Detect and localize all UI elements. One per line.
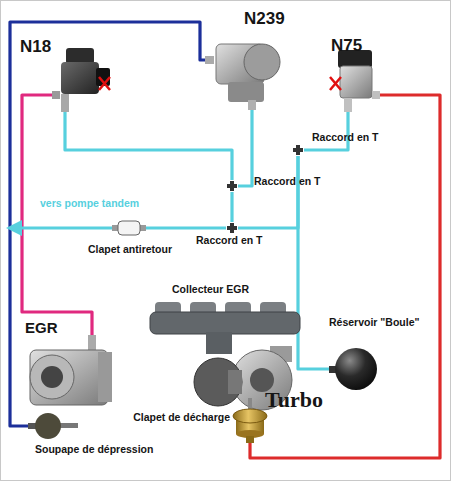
part-label: Raccord en T — [254, 176, 321, 188]
hose-line — [238, 110, 252, 186]
hose-line — [65, 112, 232, 180]
valve-port — [138, 225, 146, 231]
egr-valve: EGR — [22, 335, 112, 410]
actuator-bottom — [236, 430, 264, 438]
part-label: Collecteur EGR — [172, 284, 249, 296]
wastegate-actuator: Clapet de décharge — [232, 410, 268, 443]
actuator-rod — [248, 398, 252, 412]
t-fitting: Raccord en T — [226, 222, 238, 234]
t-fitting-symbol — [227, 223, 237, 233]
valve-port — [61, 94, 69, 112]
valve-body — [340, 66, 372, 98]
turbo-outlet — [270, 346, 292, 362]
turbo-center — [228, 370, 242, 394]
manifold-runner — [260, 302, 286, 318]
t-fitting-symbol — [227, 181, 237, 191]
valve-connector — [96, 68, 110, 86]
actuator-body — [236, 416, 264, 434]
egr-flange — [98, 352, 112, 402]
valve-port — [248, 100, 256, 110]
pressure-converter: N239 — [212, 40, 282, 110]
hose-line — [22, 95, 92, 335]
part-label: Raccord en T — [196, 235, 263, 247]
part-label: N239 — [244, 10, 285, 29]
valve-port — [112, 225, 120, 231]
hose-line — [10, 22, 212, 426]
manifold-runner — [155, 302, 181, 318]
valve-port — [52, 91, 60, 99]
converter-lower — [228, 82, 264, 102]
part-label: Clapet antiretour — [88, 244, 172, 256]
egr-body — [30, 350, 108, 405]
part-label: N18 — [20, 38, 51, 57]
part-label: Raccord en T — [312, 132, 379, 144]
flow-note: vers pompe tandem — [40, 198, 139, 210]
actuator-body — [35, 413, 61, 439]
solenoid-valve: N18 — [58, 48, 108, 112]
part-label: Clapet de décharge — [133, 412, 230, 424]
manifold-runner — [225, 302, 251, 318]
hose-line — [304, 112, 348, 150]
solenoid-valve: N75 — [335, 50, 377, 112]
manifold-outlet — [206, 332, 232, 354]
t-fitting-symbol — [293, 145, 303, 155]
hose-line — [298, 156, 335, 369]
egr-port — [30, 355, 74, 399]
part-label: EGR — [25, 320, 58, 337]
valve-cap — [66, 48, 94, 64]
part-label: N75 — [331, 37, 362, 56]
valve-port — [205, 56, 214, 64]
egr-bore — [41, 366, 63, 388]
t-fitting: Raccord en T — [292, 144, 304, 156]
part-label: Réservoir "Boule" — [329, 317, 420, 329]
check-valve-body — [118, 221, 140, 235]
part-label: Turbo — [265, 388, 323, 412]
cross-mark — [99, 77, 110, 90]
cross-mark — [330, 77, 341, 90]
turbocharger: Turbo — [195, 345, 290, 410]
hose-line — [238, 156, 298, 228]
vacuum-line — [18, 227, 116, 230]
hose-line — [142, 226, 226, 229]
hose-line — [230, 192, 233, 222]
valve-port — [372, 91, 380, 99]
actuator-rod — [58, 423, 78, 428]
actuator-top — [233, 409, 267, 423]
manifold-body — [150, 312, 300, 334]
valve-port — [246, 436, 254, 443]
valve-port — [329, 366, 338, 373]
part-label: Soupape de dépression — [35, 444, 153, 456]
valve-port — [28, 423, 36, 429]
valve-port — [88, 335, 96, 352]
converter-diaphragm — [244, 44, 280, 80]
hose-line — [250, 95, 440, 458]
vacuum-actuator: Soupape de dépression — [32, 410, 66, 442]
vacuum-sphere — [335, 348, 377, 390]
converter-body — [216, 44, 264, 84]
turbine-housing — [194, 358, 242, 406]
flow-arrow-head — [6, 220, 22, 236]
check-valve: Clapet antiretour — [116, 220, 142, 236]
t-fitting: Raccord en T — [226, 180, 238, 192]
manifold-runner — [190, 302, 216, 318]
valve-body — [61, 62, 99, 94]
egr-manifold: Collecteur EGR — [150, 302, 300, 342]
vacuum-reservoir: Réservoir "Boule" — [335, 348, 377, 390]
valve-port — [344, 98, 352, 112]
